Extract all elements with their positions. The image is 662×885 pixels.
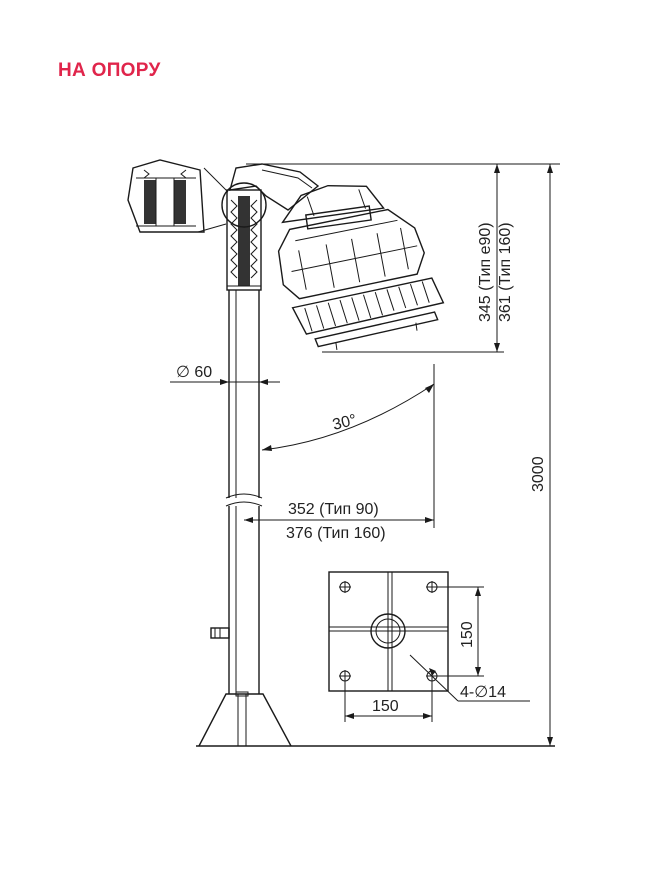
pole-upper-section — [225, 290, 263, 499]
base-height-label: 150 — [459, 621, 476, 648]
pipe-diameter-label: ∅ 60 — [176, 364, 212, 381]
threaded-adapter — [226, 189, 262, 291]
luminaire-height-label-1: 345 (Тип е90) — [477, 222, 494, 322]
pipe-diameter-dimension — [170, 379, 280, 385]
reach-label-1: 352 (Тип 90) — [288, 501, 379, 518]
page-heading: НА ОПОРУ — [58, 60, 161, 81]
base-width-dimension — [344, 681, 433, 722]
base-width-label: 150 — [372, 698, 399, 715]
pole-lower-section — [225, 501, 263, 694]
base-height-dimension — [437, 586, 484, 677]
total-height-label: 3000 — [530, 456, 547, 492]
reach-label-2: 376 (Тип 160) — [286, 525, 386, 542]
pole-base-flange — [198, 691, 292, 747]
bracket-arm — [229, 163, 320, 211]
reach-dimension — [244, 517, 434, 523]
luminaire — [277, 184, 445, 351]
detail-view — [127, 159, 205, 233]
luminaire-height-dimension — [246, 163, 512, 353]
total-height-dimension — [512, 163, 560, 746]
tilt-angle-dimension — [261, 364, 435, 528]
holes-label: 4-∅14 — [460, 684, 506, 701]
base-plate-top-view — [328, 571, 449, 692]
holes-leader — [409, 654, 530, 702]
tilt-angle-label: 30° — [331, 412, 359, 434]
detail-circle — [197, 167, 267, 233]
ground-bolt — [210, 627, 230, 639]
luminaire-height-label-2: 361 (Тип 160) — [497, 222, 514, 322]
